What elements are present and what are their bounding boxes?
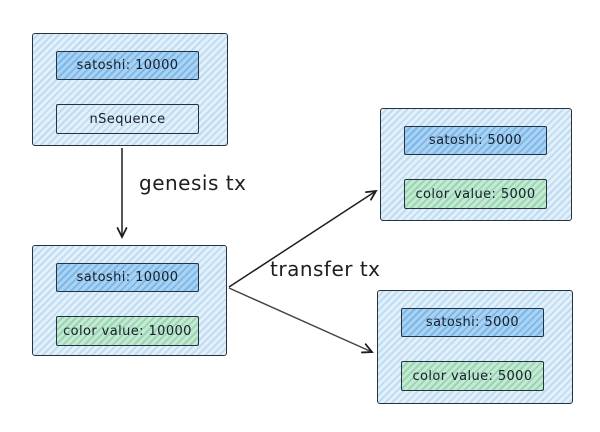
field-nsequence-label: nSequence (89, 111, 166, 127)
field-satoshi-label: satoshi: 10000 (76, 58, 179, 73)
field-color-value-label: color value: 5000 (412, 368, 533, 384)
transfer-arrow-bottom (228, 287, 374, 354)
field-satoshi: satoshi: 5000 (404, 126, 547, 155)
field-satoshi-label: satoshi: 10000 (76, 270, 179, 285)
field-color-value: color value: 5000 (401, 361, 544, 391)
box-colored-utxo-5000-b: satoshi: 5000 color value: 5000 (377, 290, 573, 404)
field-color-value: color value: 10000 (56, 316, 199, 346)
field-color-value-label: color value: 5000 (415, 186, 536, 202)
field-satoshi: satoshi: 10000 (56, 51, 199, 80)
field-satoshi: satoshi: 5000 (401, 308, 544, 337)
field-satoshi: satoshi: 10000 (56, 263, 199, 292)
box-colored-utxo-10000: satoshi: 10000 color value: 10000 (32, 245, 227, 356)
box-genesis-input: satoshi: 10000 nSequence (32, 33, 228, 146)
field-satoshi-label: satoshi: 5000 (425, 315, 520, 330)
box-colored-utxo-5000-a: satoshi: 5000 color value: 5000 (380, 108, 572, 221)
field-satoshi-label: satoshi: 5000 (428, 133, 523, 148)
field-nsequence: nSequence (56, 104, 199, 134)
field-color-value: color value: 5000 (404, 179, 547, 209)
genesis-tx-label: genesis tx (139, 171, 247, 195)
transfer-tx-label: transfer tx (270, 257, 381, 281)
field-color-value-label: color value: 10000 (63, 323, 192, 339)
